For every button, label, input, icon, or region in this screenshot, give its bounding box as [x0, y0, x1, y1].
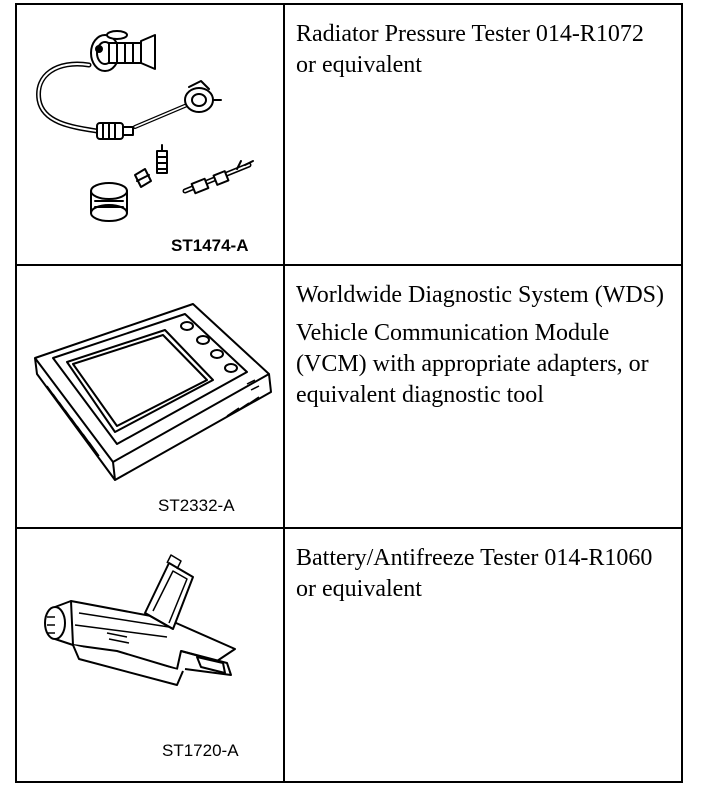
diagnostic-tool-icon: [34, 303, 272, 481]
figure-label: ST1720-A: [162, 741, 239, 760]
radiator-pressure-tester-icon: [36, 30, 254, 222]
figure-label: ST1474-A: [171, 236, 249, 255]
tool-description: Worldwide Diagnostic System (WDS): [296, 282, 665, 308]
battery-antifreeze-tester-icon: [44, 554, 236, 686]
table-row: ST1720-A Battery/Antifreeze Tester 014-R…: [15, 527, 683, 783]
special-tools-table: ST1474-A Radiator Pressure Tester 014-R1…: [15, 3, 683, 783]
table-row: ST1474-A Radiator Pressure Tester 014-R1…: [15, 3, 683, 266]
tool-illustration-cell: ST2332-A: [15, 264, 285, 529]
figure-label: ST2332-A: [158, 496, 235, 515]
tool-description: Radiator Pressure Tester 014-R1072 or eq…: [296, 21, 644, 78]
tool-description-cell: Battery/Antifreeze Tester 014-R1060 or e…: [283, 527, 683, 783]
tool-illustration-cell: ST1474-A: [15, 3, 285, 266]
tool-description-cell: Radiator Pressure Tester 014-R1072 or eq…: [283, 3, 683, 266]
tool-description: Vehicle Communication Module (VCM) with …: [296, 320, 649, 408]
table-row: ST2332-A Worldwide Diagnostic System (WD…: [15, 264, 683, 529]
tool-description-cell: Worldwide Diagnostic System (WDS) Vehicl…: [283, 264, 683, 529]
tool-description: Battery/Antifreeze Tester 014-R1060 or e…: [296, 545, 653, 602]
tool-illustration-cell: ST1720-A: [15, 527, 285, 783]
